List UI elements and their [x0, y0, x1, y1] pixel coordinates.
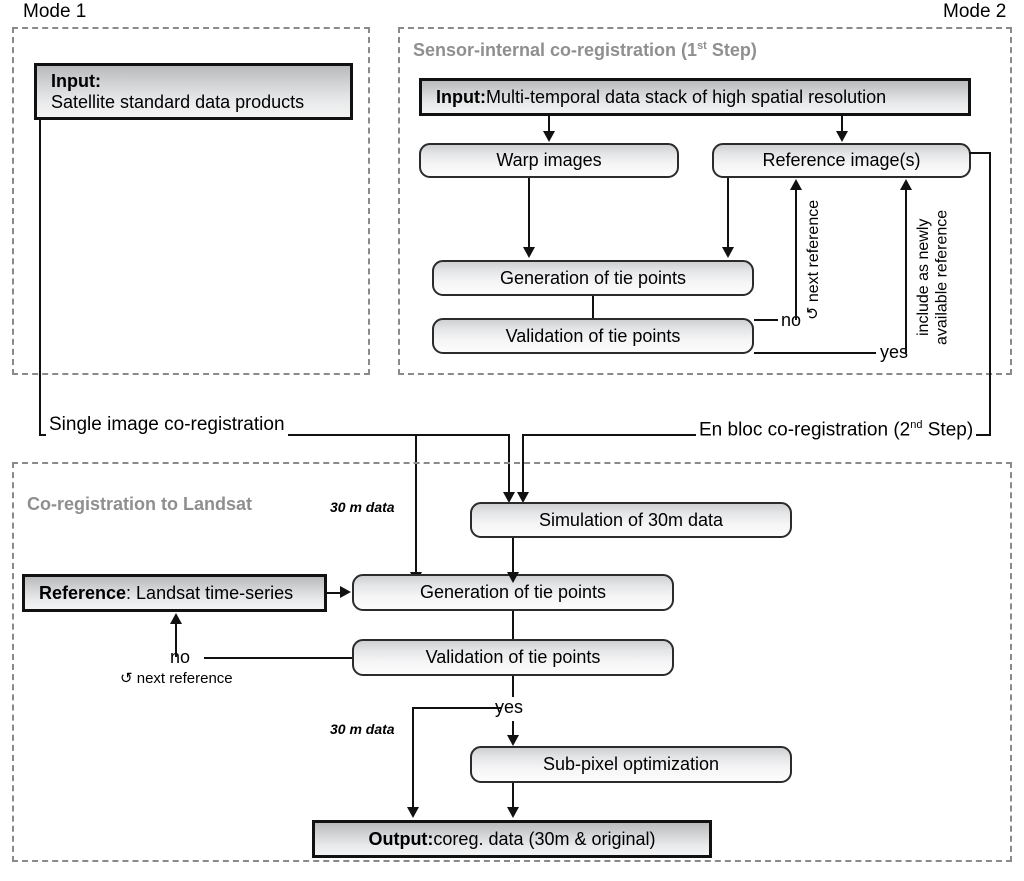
- edge-no-bottom-vertical: [175, 624, 177, 657]
- node-subpixel-optimization[interactable]: Sub-pixel optimization: [470, 746, 792, 783]
- edge-yes-to-subpixel: [512, 721, 514, 735]
- node-reference-landsat-label: Reference: [39, 582, 127, 603]
- arrowhead-no-bottom-to-reference: [170, 613, 182, 624]
- edge-generation-to-validation-top: [592, 296, 594, 318]
- edge-label-next-reference-top: ↺ next reference: [805, 199, 822, 320]
- section-title-sensor-internal: Sensor-internal co-registration (1st Ste…: [413, 40, 757, 61]
- mode2-label: Mode 2: [938, 2, 1012, 22]
- edge-warp-to-generation: [528, 178, 530, 247]
- edge-yes-top-horizontal: [754, 352, 876, 354]
- arrowhead-subpixel-to-output: [507, 807, 519, 818]
- node-validation-tie-points-bottom[interactable]: Validation of tie points: [352, 639, 674, 676]
- section-title-sensor-internal-tail: Step): [706, 40, 757, 60]
- edge-no-top-vertical: [795, 190, 797, 320]
- flow-label-enbloc-coreg: En bloc co-registration (2nd Step): [696, 414, 977, 442]
- node-validation-tie-points-top[interactable]: Validation of tie points: [432, 318, 754, 354]
- edge-subpixel-to-output: [512, 783, 514, 807]
- node-warp-images[interactable]: Warp images: [419, 143, 679, 178]
- arrowhead-yes-top-to-reference: [900, 179, 912, 190]
- edge-no-top-horizontal: [754, 319, 778, 321]
- arrowhead-input2-to-reference: [836, 131, 848, 142]
- mode2-container: [398, 27, 1012, 375]
- node-output[interactable]: Output: coreg. data (30m & original): [312, 820, 712, 858]
- section-title-sensor-internal-sup: st: [697, 40, 707, 52]
- mode1-container: [12, 27, 370, 375]
- edge-yes-top-vertical: [905, 190, 907, 353]
- arrowhead-30m-bypass-to-output: [407, 807, 419, 818]
- node-input-mode1-label: Input:: [51, 70, 101, 91]
- arrowhead-no-top-to-reference: [790, 179, 802, 190]
- node-subpixel-optimization-label: Sub-pixel optimization: [542, 754, 720, 775]
- edge-label-yes-top: yes: [880, 342, 909, 362]
- edge-input2-to-warp: [548, 116, 550, 133]
- node-simulation-30m[interactable]: Simulation of 30m data: [470, 502, 792, 538]
- node-reference-landsat[interactable]: Reference: Landsat time-series: [22, 574, 327, 612]
- node-simulation-30m-label: Simulation of 30m data: [538, 509, 724, 530]
- node-input-mode1[interactable]: Input: Satellite standard data products: [34, 63, 353, 120]
- edge-enbloc-vertical-right: [989, 152, 991, 434]
- edge-input2-to-reference: [841, 116, 843, 133]
- node-reference-images-label: Reference image(s): [762, 150, 921, 171]
- arrowhead-simulation-to-generation: [507, 572, 519, 583]
- node-generation-tie-points-top[interactable]: Generation of tie points: [432, 260, 754, 296]
- node-warp-images-label: Warp images: [496, 150, 602, 171]
- edge-no-bottom-horizontal: [204, 657, 352, 659]
- edge-label-no-top: no: [781, 310, 802, 330]
- edge-30m-bypass-vertical: [412, 707, 414, 807]
- mode1-label: Mode 1: [18, 2, 92, 22]
- section-title-coreg-landsat: Co-registration to Landsat: [27, 494, 253, 514]
- node-validation-tie-points-bottom-label: Validation of tie points: [425, 647, 601, 668]
- node-generation-tie-points-bottom-label: Generation of tie points: [419, 582, 607, 603]
- edge-label-yes-bottom: yes: [495, 697, 524, 717]
- node-output-text: coreg. data (30m & original): [433, 828, 656, 849]
- coreg-landsat-container: [12, 462, 1012, 862]
- node-input-mode2-text: Multi-temporal data stack of high spatia…: [485, 86, 887, 107]
- node-generation-tie-points-top-label: Generation of tie points: [499, 267, 687, 288]
- edge-30m-bypass-horizontal: [412, 707, 502, 709]
- edge-generation-to-validation-bottom: [512, 611, 514, 639]
- edge-simulation-to-generation: [512, 538, 514, 572]
- section-title-sensor-internal-main: Sensor-internal co-registration (1: [413, 40, 698, 60]
- edge-label-30m-data-1: 30 m data: [330, 497, 395, 517]
- edge-label-30m-data-2: 30 m data: [330, 719, 395, 739]
- node-input-mode1-text: Satellite standard data products: [51, 91, 305, 112]
- edge-enbloc-from-reference: [969, 152, 991, 154]
- edge-single-image-down-to-generation: [415, 434, 417, 572]
- edge-validation-to-yes-bottom: [512, 676, 514, 706]
- flow-label-enbloc-main: En bloc co-registration (2: [699, 419, 911, 441]
- arrowhead-warp-to-generation: [523, 247, 535, 258]
- node-reference-landsat-text: : Landsat time-series: [126, 582, 294, 603]
- arrowhead-reference-landsat-to-generation: [340, 586, 351, 598]
- arrowhead-enbloc-to-simulation: [517, 492, 529, 503]
- edge-label-no-bottom: no: [170, 647, 191, 667]
- arrowhead-reference-to-generation: [722, 247, 734, 258]
- flow-label-single-image-coreg: Single image co-registration: [46, 414, 288, 436]
- flow-label-enbloc-tail: Step): [922, 419, 974, 441]
- edge-mode1-down: [39, 120, 41, 436]
- node-input-mode2[interactable]: Input: Multi-temporal data stack of high…: [419, 78, 971, 116]
- flow-label-enbloc-sup: nd: [910, 419, 923, 431]
- arrowhead-single-image-to-simulation: [503, 492, 515, 503]
- node-reference-images[interactable]: Reference image(s): [712, 143, 971, 178]
- node-output-label: Output:: [368, 828, 434, 849]
- edge-reference-to-generation: [727, 178, 729, 247]
- edge-label-next-reference-bottom: ↺ next reference: [120, 669, 233, 689]
- arrowhead-yes-to-subpixel: [507, 735, 519, 746]
- node-input-mode2-label: Input:: [436, 86, 486, 107]
- edge-reference-landsat-to-generation: [327, 592, 341, 594]
- arrowhead-input2-to-warp: [543, 131, 555, 142]
- node-validation-tie-points-top-label: Validation of tie points: [505, 325, 681, 346]
